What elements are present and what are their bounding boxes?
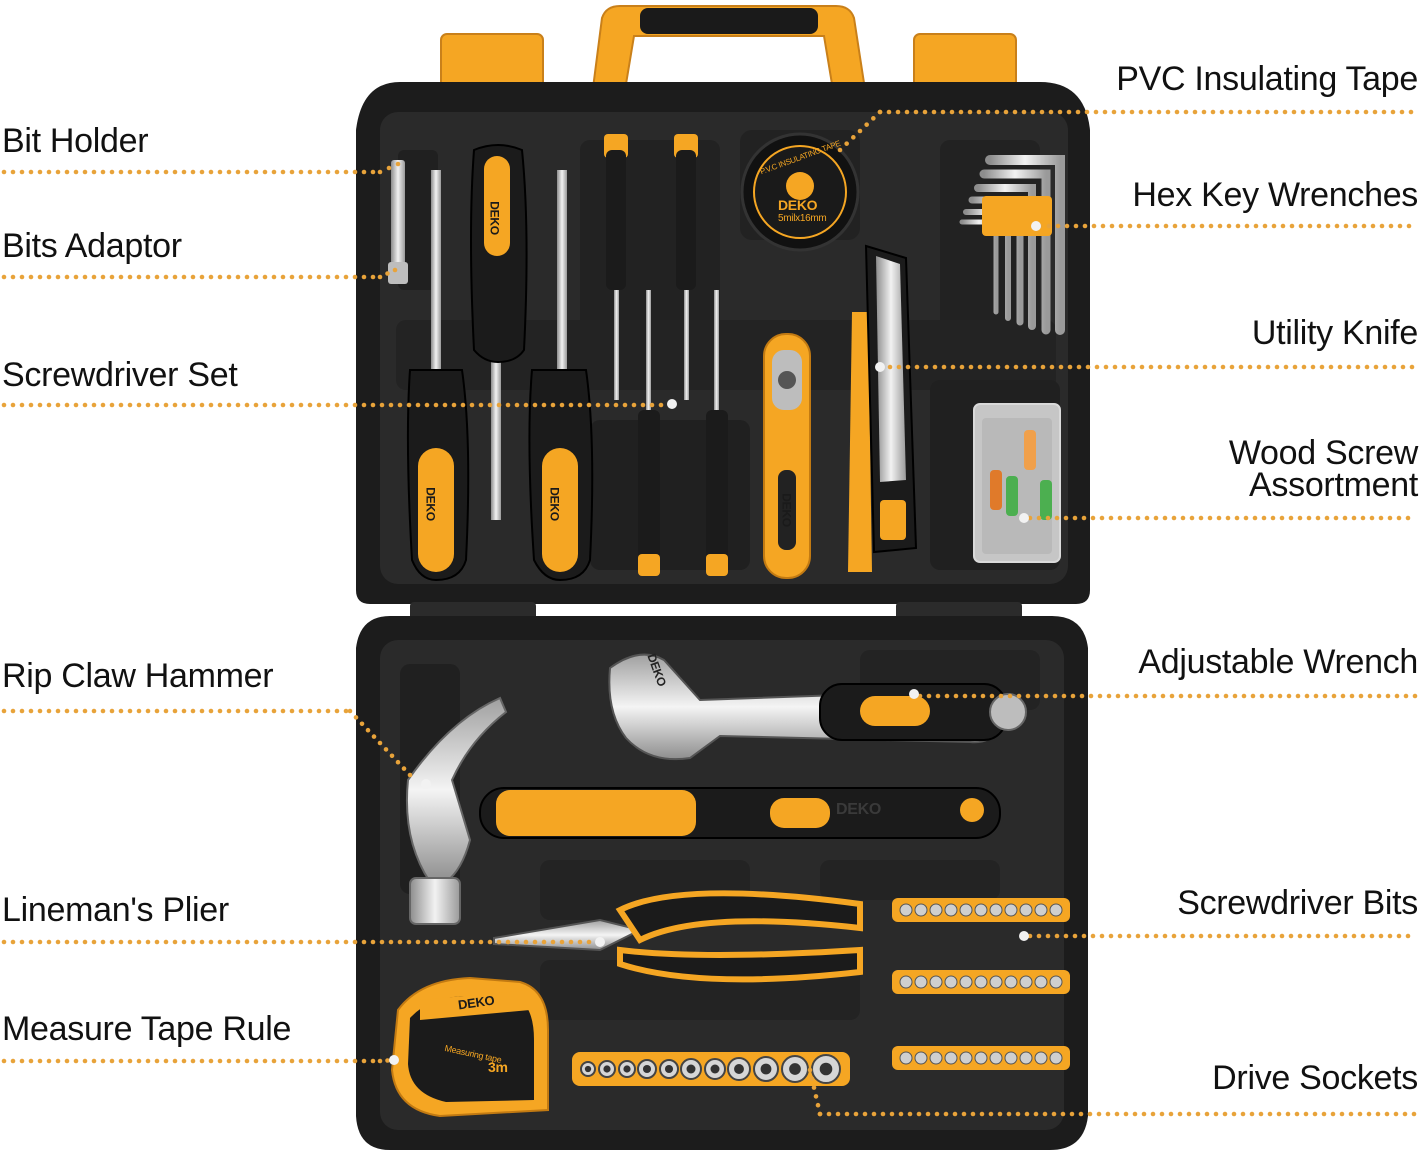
screwdriver-bit xyxy=(929,975,943,989)
screwdriver-bit xyxy=(929,903,943,917)
wood-screw-box xyxy=(973,403,1061,563)
leader-line-diagonal xyxy=(807,1067,823,1117)
leader-line xyxy=(1,1058,376,1064)
leader-line-diagonal xyxy=(377,161,401,175)
leader-line-diagonal xyxy=(837,109,883,153)
leader-line-diagonal xyxy=(377,267,398,280)
handle-brand-mark-3: DEKO xyxy=(547,487,562,521)
leader-line xyxy=(1,274,376,280)
screwdriver-bit xyxy=(959,975,973,989)
leader-endpoint xyxy=(667,399,677,409)
screwdriver-bit xyxy=(899,1051,913,1065)
label-adjustable-wrench: Adjustable Wrench xyxy=(1138,643,1418,681)
leader-line xyxy=(1027,933,1411,939)
tray-brand-mark: DEKO xyxy=(836,801,882,818)
screwdriver-bit xyxy=(944,903,958,917)
screwdriver-bit xyxy=(1004,903,1018,917)
measuring-tape-length: 3m xyxy=(488,1059,508,1075)
pliers-tool xyxy=(493,890,863,983)
leader-endpoint xyxy=(1031,221,1041,231)
leader-line xyxy=(1,708,349,714)
screwdriver-bit xyxy=(944,1051,958,1065)
label-linemans-plier: Lineman's Plier xyxy=(2,891,229,929)
screwdriver-bit xyxy=(1049,975,1063,989)
label-pvc-insulating-tape: PVC Insulating Tape xyxy=(1116,60,1418,98)
screwdriver-bit xyxy=(914,1051,928,1065)
screwdriver-bit xyxy=(899,975,913,989)
leader-endpoint xyxy=(595,937,605,947)
tape-brand-mark: DEKO xyxy=(778,197,818,213)
screwdriver-bit xyxy=(959,903,973,917)
label-bit-holder: Bit Holder xyxy=(2,122,149,160)
screwdriver-bit xyxy=(914,975,928,989)
leader-lines xyxy=(1,109,1418,1117)
screwdriver-bit xyxy=(1034,1051,1048,1065)
leader-endpoint xyxy=(875,362,885,372)
screwdriver-bit xyxy=(1049,1051,1063,1065)
label-wood-screw-line-2: Assortment xyxy=(1249,466,1418,504)
screwdriver-bit xyxy=(974,903,988,917)
screwdriver-bit xyxy=(989,1051,1003,1065)
screwdriver-bit xyxy=(914,903,928,917)
label-screwdriver-bits: Screwdriver Bits xyxy=(1177,884,1418,922)
leader-line xyxy=(1,169,376,175)
leader-endpoint xyxy=(389,1055,399,1065)
screwdriver-bit xyxy=(899,903,913,917)
handle-brand-mark-2: DEKO xyxy=(487,201,502,235)
label-measure-tape-rule: Measure Tape Rule xyxy=(2,1010,292,1048)
leader-line xyxy=(887,364,1415,370)
ratchet-brand-mark: DEKO xyxy=(779,493,794,527)
handle-brand-mark-1: DEKO xyxy=(423,487,438,521)
label-utility-knife: Utility Knife xyxy=(1251,314,1418,352)
leader-line-diagonal xyxy=(347,708,413,778)
label-rip-claw-hammer: Rip Claw Hammer xyxy=(2,657,274,695)
screwdriver-bit xyxy=(989,975,1003,989)
screwdriver-bit xyxy=(1004,975,1018,989)
screwdriver-bit xyxy=(944,975,958,989)
screwdriver-bit xyxy=(974,1051,988,1065)
leader-line xyxy=(1,939,601,945)
leader-endpoint xyxy=(421,779,431,789)
screwdriver-bit xyxy=(1049,903,1063,917)
screwdriver-bit xyxy=(959,1051,973,1065)
screwdriver-bit xyxy=(1019,903,1033,917)
label-hex-key-wrenches: Hex Key Wrenches xyxy=(1132,176,1418,214)
tape-size-mark: 5milx16mm xyxy=(778,213,827,224)
screwdriver-bit xyxy=(1034,975,1048,989)
hammer-tool xyxy=(405,696,1001,925)
screwdriver-set-tool xyxy=(406,134,728,582)
pvc-tape-tool xyxy=(740,132,860,252)
screwdriver-bit xyxy=(989,903,1003,917)
leader-endpoint xyxy=(1019,931,1029,941)
ratchet-handle-tool xyxy=(763,333,811,579)
adjustable-wrench-tool xyxy=(608,653,1027,761)
screwdriver-bit xyxy=(929,1051,943,1065)
screwdriver-bit xyxy=(1004,1051,1018,1065)
leader-line xyxy=(1037,223,1412,229)
tape-measure-tool xyxy=(390,976,549,1118)
label-wood-screw-line-1: Wood Screw xyxy=(1228,434,1418,472)
screwdriver-bit xyxy=(1019,1051,1033,1065)
leader-endpoint xyxy=(909,689,919,699)
screwdriver-bits-rows xyxy=(892,898,1070,1070)
leader-line xyxy=(1,402,673,408)
label-wood-screw-assortment: Wood Screw Assortment xyxy=(1228,434,1418,504)
label-bits-adaptor: Bits Adaptor xyxy=(2,227,182,265)
screwdriver-bit xyxy=(974,975,988,989)
leader-line xyxy=(1027,515,1411,521)
leader-endpoint xyxy=(1019,513,1029,523)
bit-holder-tool xyxy=(388,160,408,284)
screwdriver-bit xyxy=(1034,903,1048,917)
case-hinges xyxy=(410,602,1022,620)
leader-line xyxy=(917,693,1418,699)
label-screwdriver-set: Screwdriver Set xyxy=(2,356,238,394)
hex-key-holder xyxy=(982,196,1052,236)
screwdriver-bit xyxy=(1019,975,1033,989)
label-drive-sockets: Drive Sockets xyxy=(1212,1059,1418,1097)
drive-sockets-row xyxy=(572,1052,850,1086)
